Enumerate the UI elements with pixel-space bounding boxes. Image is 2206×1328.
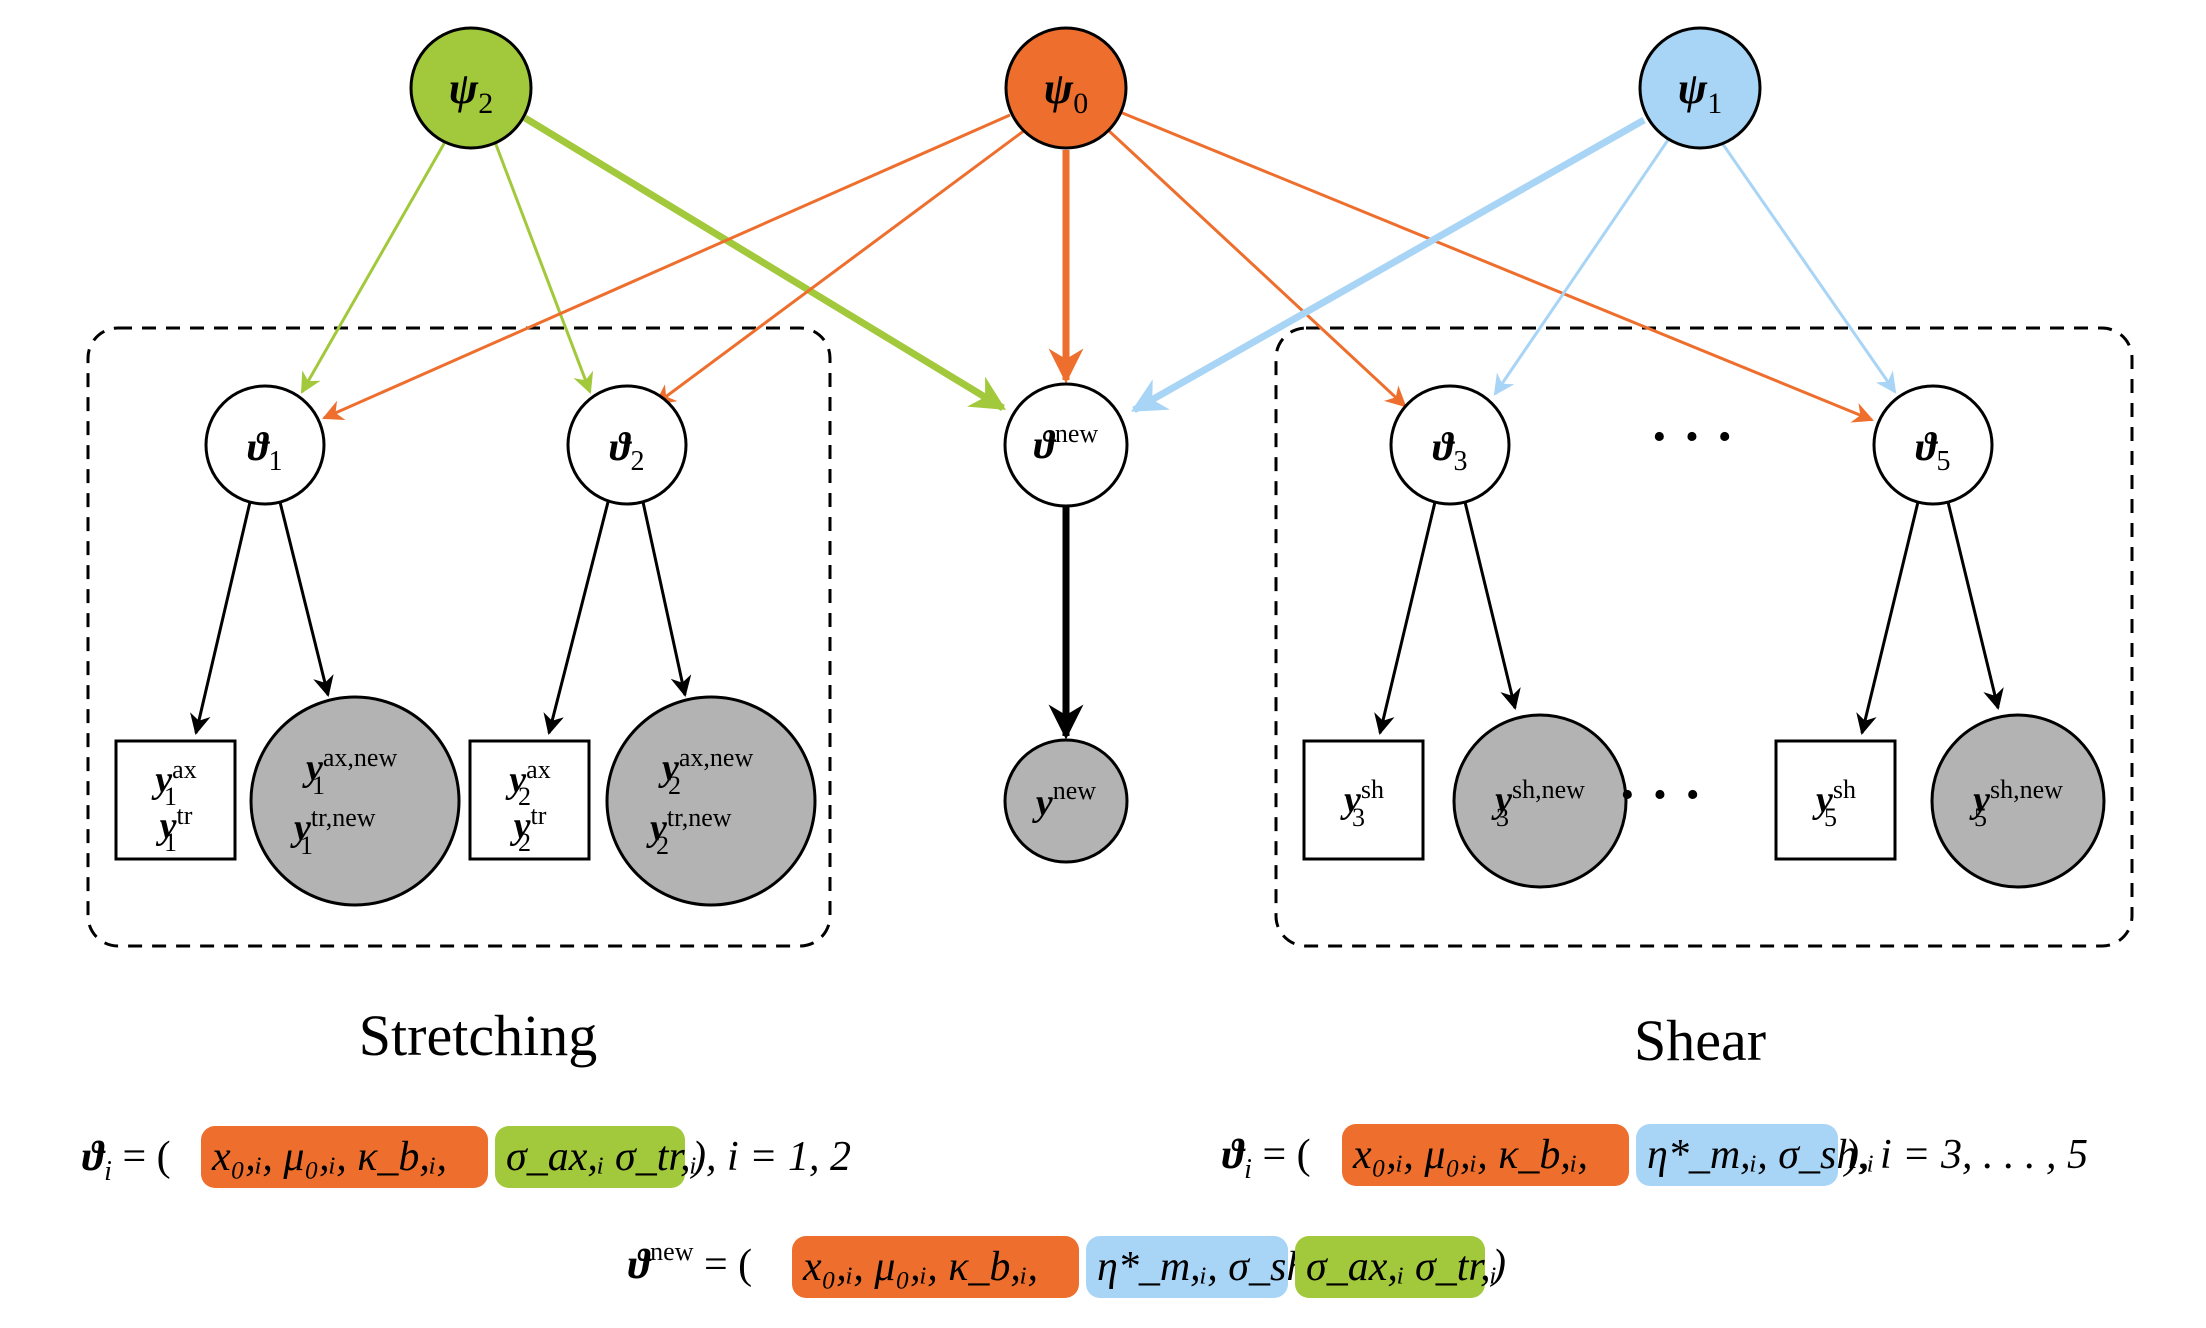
svg-text:x₀,ᵢ, μ₀,ᵢ, κ_b,ᵢ,: x₀,ᵢ, μ₀,ᵢ, κ_b,ᵢ, [211,1134,447,1180]
svg-text:ϑnew = (: ϑnew = ( [628,1237,752,1288]
node-y3-observed: ysh 3 [1302,739,1425,861]
stretching-plate [86,326,832,948]
ellipsis-top: · · · [1650,406,1734,468]
svg-text:ψ1: ψ1 [1678,64,1722,120]
svg-text:ϑ3: ϑ3 [1432,424,1467,477]
svg-text:ϑnew: ϑnew [1034,419,1099,467]
svg-text:ψ2: ψ2 [449,64,493,120]
svg-text:yax,new: yax,new [658,743,753,789]
edge-psi2-theta1 [300,141,447,394]
svg-text:σ_ax,ᵢ σ_tr,ᵢ: σ_ax,ᵢ σ_tr,ᵢ [506,1134,697,1180]
svg-text:ysh: ysh [1340,775,1384,821]
equation-new-green-block [1295,1236,1485,1298]
equation-stretching: ϑi = ( x₀,ᵢ, μ₀,ᵢ, κ_b,ᵢ, σ_ax,ᵢ σ_tr,ᵢ … [82,1126,851,1188]
edge-theta5-y5new [1946,501,2004,711]
svg-text:σ_ax,ᵢ σ_tr,ᵢ: σ_ax,ᵢ σ_tr,ᵢ [1306,1244,1497,1290]
svg-text:2: 2 [656,831,669,860]
ellipsis-bottom: · · · [1618,764,1702,826]
svg-text:ytr: ytr [156,801,193,847]
svg-text:x₀,ᵢ, μ₀,ᵢ, κ_b,ᵢ,: x₀,ᵢ, μ₀,ᵢ, κ_b,ᵢ, [802,1244,1038,1290]
edge-psi0-theta5 [1119,110,1874,423]
edge-theta1-y1 [190,501,252,736]
node-y5-observed: ysh 5 [1774,739,1897,861]
edge-theta2-y2new [641,501,692,698]
svg-text:ysh,new: ysh,new [1969,775,2063,821]
svg-text:1: 1 [164,782,177,811]
svg-text:yax,new: yax,new [302,743,397,789]
svg-text:x₀,ᵢ, μ₀,ᵢ, κ_b,ᵢ,: x₀,ᵢ, μ₀,ᵢ, κ_b,ᵢ, [1352,1132,1588,1178]
equation-stretching-green-block [495,1126,685,1188]
edge-psi1-theta5 [1718,139,1897,394]
node-y1-observed: yax 1 ytr 1 [114,739,237,861]
equation-shear: ϑi = ( x₀,ᵢ, μ₀,ᵢ, κ_b,ᵢ, η*_m,ᵢ, σ_sh,ᵢ… [1222,1124,2088,1186]
shear-plate [1274,326,2134,948]
equation-new: ϑnew = ( x₀,ᵢ, μ₀,ᵢ, κ_b,ᵢ, η*_m,ᵢ, σ_sh… [628,1236,1506,1298]
node-y1-new: yax,new 1 ytr,new 1 [249,695,461,907]
svg-text:ϑ1: ϑ1 [247,424,282,477]
svg-text:ϑi = (: ϑi = ( [82,1134,171,1187]
svg-text:ψ0: ψ0 [1044,64,1088,120]
svg-text:yax: yax [151,755,196,801]
node-theta-new: ϑnew [1003,382,1129,508]
svg-text:), i = 3, . . . , 5: ), i = 3, . . . , 5 [1843,1132,2088,1178]
svg-text:ϑ5: ϑ5 [1915,424,1950,477]
svg-text:ytr,new: ytr,new [646,803,732,849]
svg-text:2: 2 [668,771,681,800]
edge-psi0-theta3 [1106,128,1407,408]
node-y2-observed: yax 2 ytr 2 [468,739,591,861]
node-theta1: ϑ1 [204,384,326,506]
edge-theta3-y3new [1463,501,1521,711]
edge-psi2-theta2 [493,141,594,394]
node-theta5: ϑ5 [1872,384,1994,506]
svg-text:ϑ2: ϑ2 [609,424,644,477]
node-theta3: ϑ3 [1389,384,1511,506]
node-y-new: ynew [1003,738,1129,864]
equation-stretching-orange-block [201,1126,488,1188]
svg-text:η*_m,ᵢ, σ_sh,ᵢ: η*_m,ᵢ, σ_sh,ᵢ [1097,1244,1325,1290]
equation-shear-orange-block [1342,1124,1629,1186]
svg-text:3: 3 [1352,803,1365,832]
equation-new-orange-block [792,1236,1079,1298]
node-psi2: ψ2 [409,26,533,150]
svg-text:ϑi = (: ϑi = ( [1222,1132,1311,1185]
svg-text:ysh,new: ysh,new [1491,775,1585,821]
svg-text:5: 5 [1824,803,1837,832]
svg-text:): ) [1490,1242,1506,1288]
edge-psi2-thetanew [523,115,1006,411]
equation-new-blue-block [1086,1236,1288,1298]
svg-text:1: 1 [300,831,313,860]
svg-text:1: 1 [312,771,325,800]
edge-theta3-y3 [1374,501,1437,736]
svg-text:5: 5 [1974,803,1987,832]
svg-text:ysh: ysh [1812,775,1856,821]
svg-text:ynew: ynew [1032,776,1096,824]
node-psi0: ψ0 [1004,26,1128,150]
node-theta2: ϑ2 [566,384,688,506]
svg-text:yax: yax [505,755,550,801]
group-label-shear: Shear [1634,1008,1766,1073]
group-label-stretching: Stretching [359,1003,597,1068]
svg-text:ytr: ytr [510,801,547,847]
edge-theta1-y1new [278,501,334,698]
svg-text:2: 2 [518,828,531,857]
edge-psi1-thetanew [1130,116,1646,414]
edge-psi1-theta3 [1493,139,1670,396]
equation-shear-blue-block [1636,1124,1838,1186]
node-psi1: ψ1 [1638,26,1762,150]
node-y3-new: ysh,new 3 [1452,713,1628,889]
svg-text:), i = 1, 2: ), i = 1, 2 [690,1134,851,1180]
edge-psi0-theta1 [322,113,1011,420]
node-y5-new: ysh,new 5 [1930,713,2106,889]
svg-text:ytr,new: ytr,new [290,803,376,849]
svg-text:η*_m,ᵢ, σ_sh,ᵢ: η*_m,ᵢ, σ_sh,ᵢ [1647,1132,1875,1178]
svg-text:2: 2 [518,782,531,811]
svg-text:1: 1 [164,828,177,857]
edge-theta2-y2 [543,501,610,736]
edge-theta5-y5 [1856,501,1920,736]
svg-text:3: 3 [1496,803,1509,832]
edge-psi0-theta2 [654,128,1026,406]
node-y2-new: yax,new 2 ytr,new 2 [605,695,817,907]
